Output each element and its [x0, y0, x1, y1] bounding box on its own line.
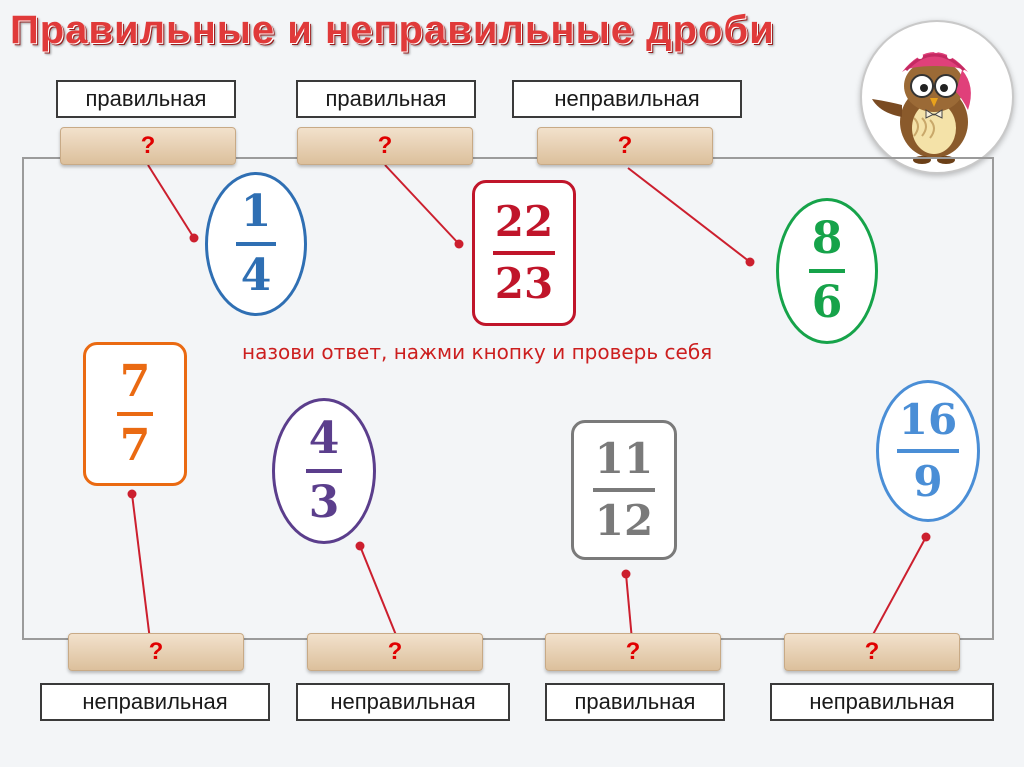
- fraction-numerator: 16: [898, 395, 958, 444]
- answer-label: правильная: [56, 80, 236, 118]
- fraction-numerator: 8: [811, 213, 843, 264]
- fraction-bar: [493, 251, 555, 255]
- fraction-numerator: 1: [240, 186, 272, 237]
- answer-label: неправильная: [770, 683, 994, 721]
- fraction-card: 8 6: [776, 198, 878, 344]
- reveal-answer-button[interactable]: ?: [68, 633, 244, 671]
- fraction-bar: [117, 412, 153, 416]
- fraction-card: 11 12: [571, 420, 677, 560]
- reveal-answer-button[interactable]: ?: [297, 127, 473, 165]
- reveal-answer-button[interactable]: ?: [537, 127, 713, 165]
- owl-teacher-icon: [860, 20, 1014, 174]
- fraction-bar: [809, 269, 845, 273]
- fraction-numerator: 4: [308, 413, 340, 464]
- connector-dot: [921, 532, 931, 542]
- fraction-numerator: 7: [119, 356, 151, 407]
- answer-label: неправильная: [296, 683, 510, 721]
- fraction-denominator: 9: [913, 457, 943, 506]
- reveal-answer-button[interactable]: ?: [307, 633, 483, 671]
- page-title: Правильные и неправильные дроби: [10, 8, 775, 52]
- fraction-denominator: 7: [119, 420, 151, 471]
- connector-line: [147, 164, 195, 239]
- reveal-answer-button[interactable]: ?: [784, 633, 960, 671]
- reveal-answer-button[interactable]: ?: [60, 127, 236, 165]
- fraction-numerator: 22: [494, 197, 554, 246]
- connector-dot: [745, 257, 755, 267]
- fraction-card: 4 3: [272, 398, 376, 544]
- connector-dot: [355, 541, 365, 551]
- connector-line: [625, 573, 633, 641]
- fraction-bar: [236, 242, 276, 246]
- connector-dot: [454, 239, 464, 249]
- reveal-answer-button[interactable]: ?: [545, 633, 721, 671]
- answer-label: правильная: [545, 683, 725, 721]
- answer-label: правильная: [296, 80, 476, 118]
- fraction-denominator: 3: [308, 477, 340, 528]
- fraction-bar: [593, 488, 655, 492]
- fraction-numerator: 11: [594, 434, 654, 483]
- answer-label: неправильная: [40, 683, 270, 721]
- connector-dot: [127, 489, 137, 499]
- fraction-card: 16 9: [876, 380, 980, 522]
- fraction-card: 22 23: [472, 180, 576, 326]
- answer-label: неправильная: [512, 80, 742, 118]
- exercise-frame: [22, 157, 994, 640]
- connector-line: [359, 545, 399, 641]
- connector-line: [384, 164, 460, 245]
- fraction-denominator: 4: [240, 250, 272, 301]
- fraction-card: 1 4: [205, 172, 307, 316]
- fraction-card: 7 7: [83, 342, 187, 486]
- connector-dot: [621, 569, 631, 579]
- connector-dot: [189, 233, 199, 243]
- fraction-denominator: 23: [494, 259, 554, 308]
- connector-line: [131, 493, 151, 641]
- connector-line: [869, 536, 927, 641]
- fraction-bar: [897, 449, 959, 453]
- fraction-denominator: 6: [811, 277, 843, 328]
- fraction-bar: [306, 469, 342, 473]
- connector-line: [627, 167, 751, 263]
- fraction-denominator: 12: [594, 496, 654, 545]
- instruction-text: назови ответ, нажми кнопку и проверь себ…: [242, 340, 713, 364]
